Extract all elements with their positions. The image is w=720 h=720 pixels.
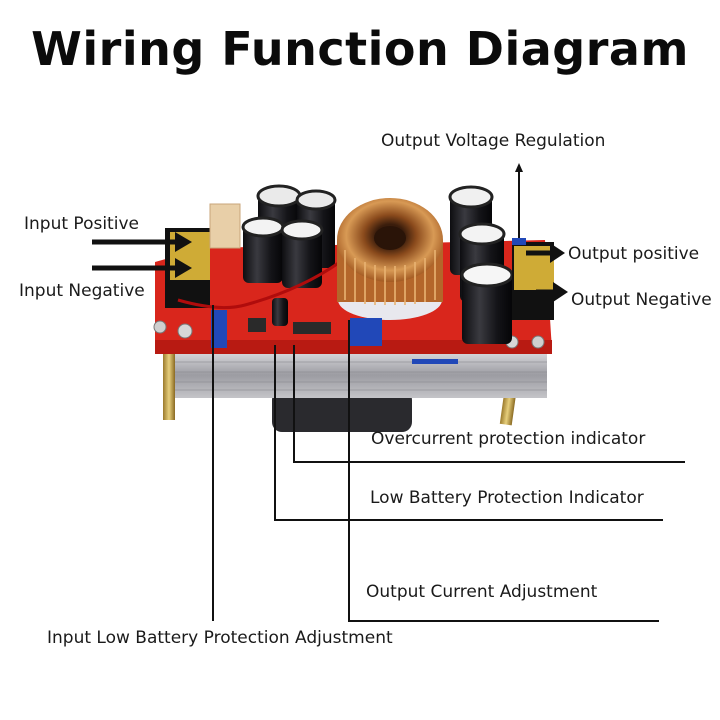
small-capacitor xyxy=(272,298,288,326)
output-positive-arrow xyxy=(526,243,565,263)
label-input-negative: Input Negative xyxy=(19,281,145,301)
blue-indicator-strip xyxy=(412,359,458,364)
label-output-negative: Output Negative xyxy=(571,290,712,310)
label-output-voltage-regulation: Output Voltage Regulation xyxy=(381,131,606,151)
low-battery-potentiometer xyxy=(211,310,227,348)
label-overcurrent-indicator: Overcurrent protection indicator xyxy=(371,429,646,449)
diagram-title: Wiring Function Diagram xyxy=(31,22,689,76)
screw xyxy=(177,323,193,339)
output-negative-arrow xyxy=(536,282,568,302)
toroid-inductor xyxy=(337,198,443,320)
label-input-low-battery-adjustment: Input Low Battery Protection Adjustment xyxy=(47,628,393,648)
leader-line-low-battery-indicator xyxy=(274,345,663,521)
output-voltage-regulation-arrow xyxy=(515,163,523,238)
cooling-fan xyxy=(272,390,412,432)
standoff-left xyxy=(163,340,175,420)
label-input-positive: Input Positive xyxy=(24,214,139,234)
heatsink xyxy=(175,352,547,398)
output-voltage-potentiometer xyxy=(512,238,526,245)
input-capacitors xyxy=(241,184,337,288)
screw xyxy=(153,320,167,334)
leader-line-output-current-adjustment xyxy=(348,320,659,622)
jumper-connector xyxy=(209,203,241,249)
input-positive-arrow xyxy=(92,232,192,252)
label-output-positive: Output positive xyxy=(568,244,700,264)
label-output-current-adjustment: Output Current Adjustment xyxy=(366,582,598,602)
mosfet xyxy=(248,318,266,332)
red-wire xyxy=(177,260,341,310)
current-potentiometer xyxy=(350,318,382,346)
input-negative-arrow xyxy=(92,258,192,278)
control-ic xyxy=(293,322,331,334)
screw xyxy=(531,335,545,349)
leader-line-overcurrent-indicator xyxy=(293,345,685,463)
label-low-battery-indicator: Low Battery Protection Indicator xyxy=(370,488,644,508)
output-capacitors xyxy=(448,185,514,344)
